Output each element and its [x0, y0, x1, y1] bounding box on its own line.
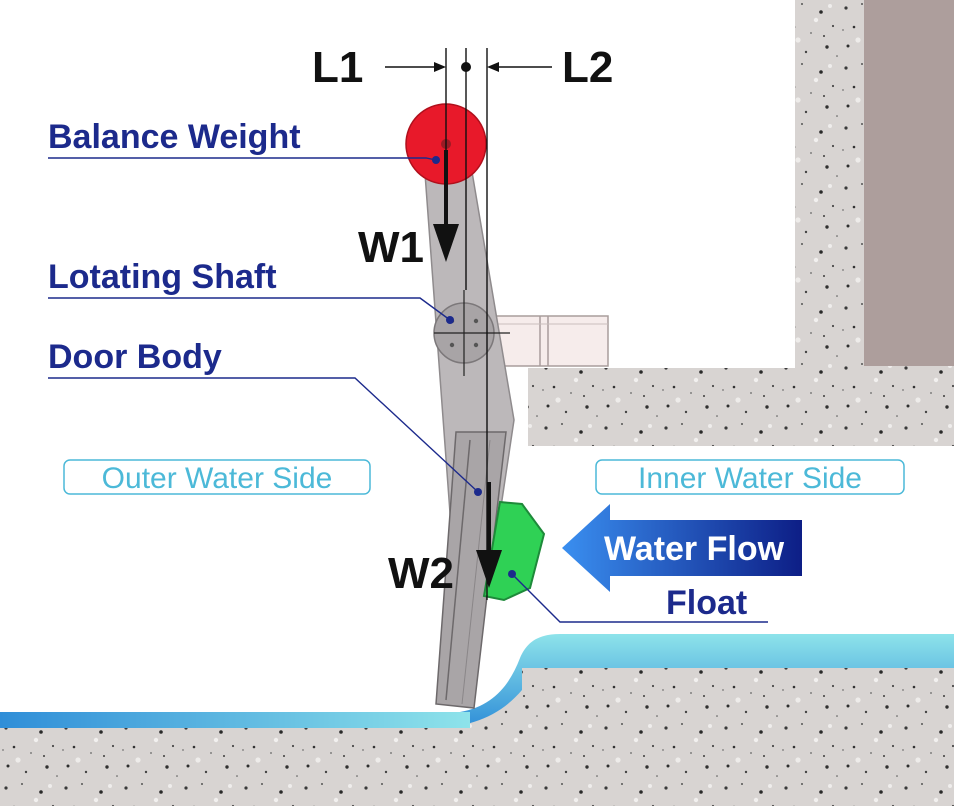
water-flow-label: Water Flow — [604, 530, 785, 568]
center-dot — [461, 62, 471, 72]
outer-water-strip — [0, 712, 470, 728]
inner-water-side-label: Inner Water Side — [638, 462, 862, 495]
door-body — [423, 159, 515, 709]
water-flow-arrow — [562, 504, 802, 592]
floor-concrete — [0, 668, 954, 806]
float — [482, 500, 546, 602]
water — [0, 634, 954, 728]
l1-arrowhead — [434, 62, 446, 72]
leader-dot-balance-weight — [432, 156, 440, 164]
leader-dot-door-body — [474, 488, 482, 496]
dark-wall-panel — [864, 0, 954, 366]
force-w2-arrow — [476, 482, 502, 588]
upper-right-concrete-wall — [528, 0, 954, 446]
balance-weight-label: Balance Weight — [48, 118, 301, 156]
float-label: Float — [666, 584, 747, 622]
outer-water-side-label: Outer Water Side — [102, 462, 333, 495]
l1-label: L1 — [312, 43, 363, 92]
l2-label: L2 — [562, 43, 613, 92]
leader-dot-float — [508, 570, 516, 578]
door-body-label: Door Body — [48, 338, 222, 376]
w1-label: W1 — [358, 223, 424, 272]
leader-dot-shaft — [446, 316, 454, 324]
l2-arrowhead — [487, 62, 499, 72]
inner-water-surface — [0, 634, 954, 728]
force-w1-arrow — [433, 150, 459, 262]
outer-water-side-box — [63, 459, 371, 495]
leader-lines — [48, 157, 768, 623]
w2-label: W2 — [388, 549, 454, 598]
inner-water-side-box — [595, 459, 905, 495]
rotating-shaft-label: Lotating Shaft — [48, 258, 277, 296]
